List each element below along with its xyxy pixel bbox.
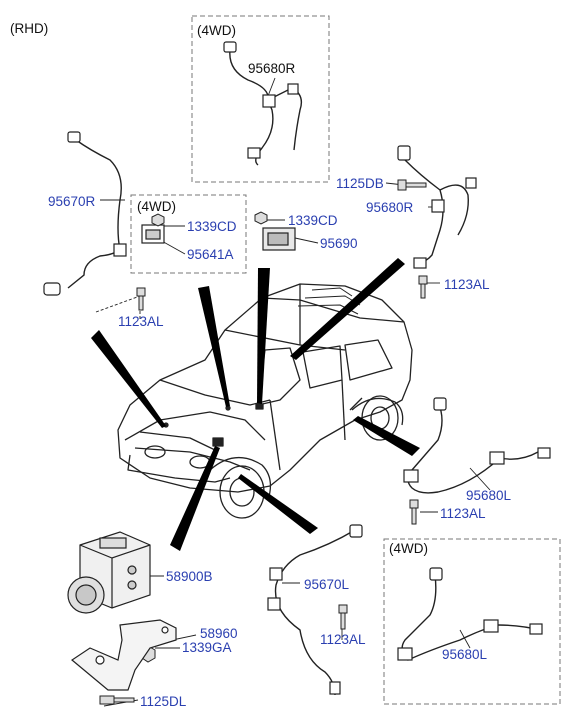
box-label-4wd-top: (4WD) [197,23,236,38]
part-label-1125DB[interactable]: 1125DB [336,176,384,191]
abs-module-icon [67,531,151,614]
bracket-icon [70,619,177,691]
part-label-58960[interactable]: 58960 [200,626,238,641]
part-label-95680R-box[interactable]: 95680R [248,61,296,76]
box-label-4wd-middle: (4WD) [137,199,176,214]
box-4wd-rear-left [383,538,561,705]
rhd-label: (RHD) [10,21,49,36]
connector-icons [43,41,551,695]
part-label-1339CD-left[interactable]: 1339CD [187,219,237,234]
part-label-58900B[interactable]: 58900B [166,569,213,584]
part-label-1125DL[interactable]: 1125DL [140,694,187,709]
part-label-1123AL-left[interactable]: 1123AL [118,314,164,329]
bolt-icon [99,179,428,705]
part-label-1123AL-right[interactable]: 1123AL [444,277,490,292]
part-label-1123AL-lower-right[interactable]: 1123AL [440,506,486,521]
g-sensor-module [141,224,296,251]
part-label-95690[interactable]: 95690 [320,236,358,251]
box-4wd-rear-right [191,15,330,183]
part-label-95680L-box[interactable]: 95680L [442,647,488,662]
part-label-1339GA[interactable]: 1339GA [182,640,232,655]
part-label-95680L[interactable]: 95680L [466,488,512,503]
part-label-95670L[interactable]: 95670L [304,577,350,592]
part-label-95680R[interactable]: 95680R [366,200,414,215]
part-label-95670R[interactable]: 95670R [48,194,96,209]
part-label-95641A[interactable]: 95641A [187,247,234,262]
box-4wd-g-sensor [130,194,247,274]
box-label-4wd-bottom: (4WD) [389,541,428,556]
leader-wedges [91,258,420,551]
part-label-1123AL-bottom[interactable]: 1123AL [320,632,366,647]
part-label-1339CD-right[interactable]: 1339CD [288,213,338,228]
